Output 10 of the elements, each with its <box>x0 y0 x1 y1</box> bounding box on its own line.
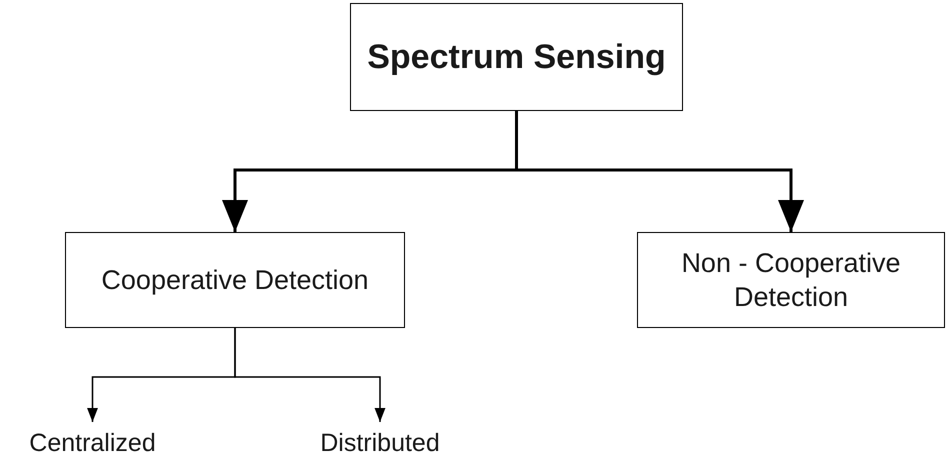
node-label: Cooperative Detection <box>100 264 370 297</box>
process-box <box>637 232 945 328</box>
node-label: Spectrum Sensing <box>366 37 667 78</box>
node-label: Distributed <box>319 428 441 458</box>
connector-arrow <box>515 111 804 232</box>
node-label: Non - Cooperative Detection <box>680 247 902 314</box>
process-box <box>350 3 683 111</box>
connector-arrow <box>234 328 386 422</box>
process-box <box>65 232 405 328</box>
node-label: Centralized <box>28 428 157 458</box>
